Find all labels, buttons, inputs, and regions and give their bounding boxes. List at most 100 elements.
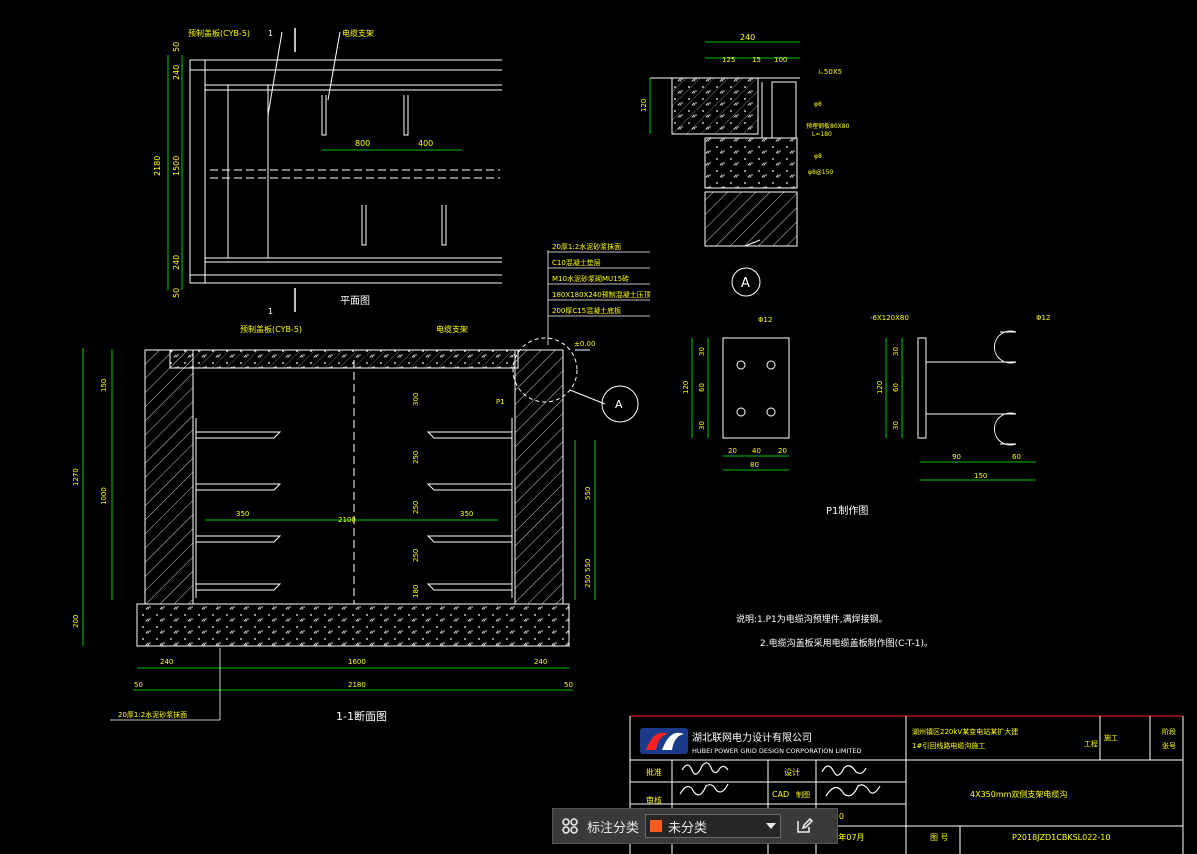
annotation-category-select[interactable]: 未分类 <box>645 814 782 838</box>
layer-4: 180X180X240预制混凝土压顶 <box>552 290 651 299</box>
p1-dim-30-c: 30 <box>892 347 900 356</box>
detail-a-label-4: φ8 <box>814 153 822 160</box>
annotation-category-value: 未分类 <box>668 820 708 836</box>
project-phase: 阶段 <box>1162 727 1176 736</box>
detail-a-angle: ∟50X5 <box>818 68 842 76</box>
section-title: 1-1断面图 <box>336 709 387 723</box>
section-dim-2100: 2100 <box>338 516 356 524</box>
chevron-down-icon[interactable] <box>766 823 777 829</box>
plan-view <box>189 28 502 312</box>
edit-icon[interactable] <box>787 809 821 843</box>
section-cover-label: 预制盖板(CYB-5) <box>240 324 302 334</box>
design-label: 设计 <box>784 767 800 777</box>
annotation-category-label: 标注分类 <box>587 820 640 836</box>
project-stage-value: 工程 <box>1084 739 1098 748</box>
signature-icon <box>679 762 881 797</box>
p1-view <box>722 330 1017 446</box>
company-logo-icon <box>640 728 688 754</box>
company-name-en: HUBEI POWER GRID DESIGN CORPORATION LIMI… <box>692 747 862 755</box>
section-view <box>136 337 606 647</box>
approve-label: 批准 <box>646 767 662 777</box>
project-line-1: 湖州镇区220kV某变电站某扩大建 <box>912 727 1018 736</box>
drawing-name: 4X350mm双侧支架电缆沟 <box>970 789 1067 799</box>
detail-a <box>650 77 800 247</box>
detail-a-dim-240: 240 <box>740 33 755 42</box>
section-dim-2180: 2180 <box>348 681 366 689</box>
section-dim-240-right: 240 <box>534 658 547 666</box>
annotation-toolbar: 标注分类 未分类 <box>552 808 838 844</box>
cad-value: 制图 <box>796 790 810 799</box>
p1-dim-60-c: 60 <box>892 383 900 392</box>
p1-dim-120: 120 <box>682 381 690 394</box>
detail-a-label-2: 预埋钢板80X80 <box>806 122 850 130</box>
plan-dim-240-bottom: 240 <box>172 255 181 270</box>
plan-dim-240-top: 240 <box>172 65 181 80</box>
layer-2: C10混凝土垫层 <box>552 258 601 267</box>
plan-dim-400: 400 <box>418 139 433 148</box>
note-line-2: 2.电缆沟盖板采用电缆盖板制作图(C-T-1)。 <box>760 637 933 649</box>
p1-dim-150: 150 <box>974 472 987 480</box>
detail-a-dim-100: 100 <box>774 56 787 64</box>
section-dim-250-b: 250 <box>412 501 420 514</box>
section-dim-50-left: 50 <box>134 681 143 689</box>
plan-section-mark-bottom: 1 <box>268 307 273 316</box>
section-bracket-label: 电缆支架 <box>436 324 468 334</box>
p1-dim-40: 40 <box>752 447 761 455</box>
plan-dim-50-bottom: 50 <box>172 288 181 298</box>
cad-label: CAD <box>772 790 789 799</box>
p1-rebar-label: Φ12 <box>1036 314 1050 322</box>
section-dim-250-a: 250 <box>412 451 420 464</box>
section-dim-550-a: 550 <box>584 487 592 500</box>
plan-dim-1500: 1500 <box>172 156 181 176</box>
layer-leader <box>547 250 650 345</box>
p1-dim-30-b: 30 <box>698 421 706 430</box>
detail-a-dim-120: 120 <box>640 99 648 112</box>
section-dim-180: 180 <box>412 585 420 598</box>
section-dims <box>82 348 596 691</box>
section-dim-350-right: 350 <box>460 510 473 518</box>
section-dim-240-left: 240 <box>160 658 173 666</box>
p1-dim-20-b: 20 <box>778 447 787 455</box>
p1-dim-20-a: 20 <box>728 447 737 455</box>
detail-a-label-3: L=180 <box>812 131 832 138</box>
plan-cover-label: 预制盖板(CYB-5) <box>188 28 250 38</box>
detail-a-dim-125: 125 <box>722 56 735 64</box>
p1-dim-60: 60 <box>698 383 706 392</box>
company-name-cn: 湖北联网电力设计有限公司 <box>692 731 812 744</box>
plan-dim-50-top: 50 <box>172 42 181 52</box>
detail-a-mark-circle <box>731 267 761 297</box>
p1-dims <box>691 338 1036 481</box>
layer-1: 20厚1:2水泥砂浆抹面 <box>552 242 621 251</box>
section-p1-label: P1 <box>496 398 505 406</box>
section-dim-350-left: 350 <box>236 510 249 518</box>
section-dim-1000: 1000 <box>100 487 108 505</box>
project-stage: 施工 <box>1104 733 1118 742</box>
section-detail-a-callout <box>601 385 639 423</box>
section-dim-1600: 1600 <box>348 658 366 666</box>
plan-bracket-label: 电缆支架 <box>342 28 374 38</box>
category-color-swatch <box>650 820 663 832</box>
grid-icon[interactable] <box>553 809 587 843</box>
detail-a-label-1: φ8 <box>814 101 822 108</box>
note-line-1: 说明:1.P1为电缆沟预埋件,满焊接钢。 <box>736 613 888 625</box>
section-dim-1270: 1270 <box>72 468 80 486</box>
plan-title: 平面图 <box>340 295 370 307</box>
p1-dim-30-d: 30 <box>892 421 900 430</box>
project-sheet: 张号 <box>1162 741 1176 750</box>
section-note: 20厚1:2水泥砂浆抹面 <box>118 710 187 719</box>
p1-dim-90: 90 <box>952 453 961 461</box>
plan-dim-800: 800 <box>355 139 370 148</box>
detail-a-mark: A <box>741 276 750 291</box>
section-dim-300: 300 <box>412 393 420 406</box>
layer-3: M10水泥砂浆砌MU15砖 <box>552 274 629 283</box>
p1-title: P1制作图 <box>826 504 868 517</box>
p1-plate-label: -6X120X80 <box>870 314 909 322</box>
layer-5: 200厚C15混凝土底板 <box>552 306 621 315</box>
project-line-2: 1#引回线路电缆沟施工 <box>912 741 985 750</box>
plan-dims <box>167 55 462 290</box>
section-dim-250-c: 250 <box>412 549 420 562</box>
drawing-no: P2018JZD1CBKSL022-10 <box>1012 833 1110 842</box>
check-label: 审核 <box>646 795 662 805</box>
plan-dim-2180: 2180 <box>153 156 162 176</box>
